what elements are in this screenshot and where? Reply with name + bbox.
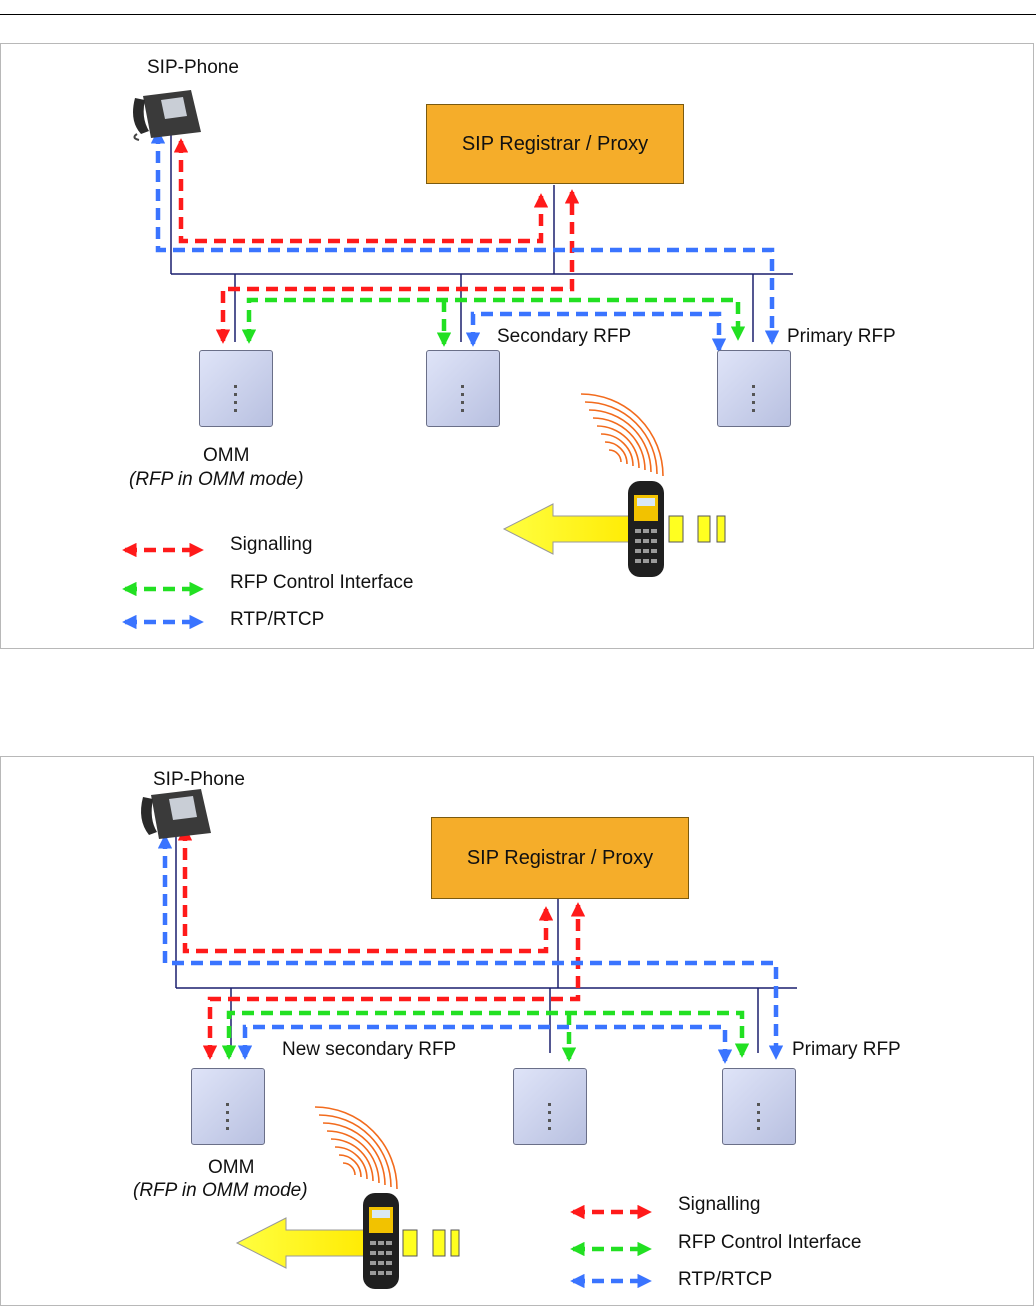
radio-waves-icon <box>315 1107 397 1189</box>
movement-arrow-icon <box>237 1218 459 1268</box>
diagram-panel-2: SIP Registrar / Proxy SIP-Phone New seco… <box>0 756 1034 1306</box>
legend-rtp-label: RTP/RTCP <box>230 609 324 631</box>
omm-label: OMM <box>208 1157 254 1179</box>
sip-phone-label: SIP-Phone <box>153 769 245 791</box>
page-header-rule <box>0 14 1036 15</box>
legend-signalling-label: Signalling <box>678 1194 760 1216</box>
legend-lines <box>125 550 201 622</box>
legend-control-label: RFP Control Interface <box>230 572 413 594</box>
legend-rtp-label: RTP/RTCP <box>678 1269 772 1291</box>
secondary-rfp-device <box>426 350 500 427</box>
sip-proxy-label: SIP Registrar / Proxy <box>462 133 648 156</box>
sip-proxy-label: SIP Registrar / Proxy <box>467 847 653 870</box>
legend-signalling-label: Signalling <box>230 534 312 556</box>
omm-mode-label: (RFP in OMM mode) <box>129 469 304 491</box>
sip-proxy-box: SIP Registrar / Proxy <box>426 104 684 184</box>
control-paths <box>249 300 738 344</box>
handset-icon <box>628 481 664 577</box>
desk-phone-icon <box>133 90 201 140</box>
legend-lines <box>573 1212 649 1281</box>
radio-waves-icon <box>581 394 663 476</box>
movement-arrow-icon <box>504 504 725 554</box>
omm-mode-label: (RFP in OMM mode) <box>133 1180 308 1202</box>
handset-icon <box>363 1193 399 1289</box>
omm-rfp-device <box>191 1068 265 1145</box>
new-secondary-rfp-device <box>513 1068 587 1145</box>
primary-rfp-label: Primary RFP <box>787 326 896 348</box>
primary-rfp-label: Primary RFP <box>792 1039 901 1061</box>
omm-rfp-device <box>199 350 273 427</box>
omm-label: OMM <box>203 445 249 467</box>
primary-rfp-device <box>722 1068 796 1145</box>
desk-phone-icon <box>141 789 211 839</box>
sip-phone-label: SIP-Phone <box>147 57 239 79</box>
diagram-panel-1: SIP Registrar / Proxy SIP-Phone Secondar… <box>0 43 1034 649</box>
new-secondary-rfp-label: New secondary RFP <box>282 1039 456 1061</box>
legend-control-label: RFP Control Interface <box>678 1232 861 1254</box>
sip-proxy-box: SIP Registrar / Proxy <box>431 817 689 899</box>
primary-rfp-device <box>717 350 791 427</box>
secondary-rfp-label: Secondary RFP <box>497 326 631 348</box>
